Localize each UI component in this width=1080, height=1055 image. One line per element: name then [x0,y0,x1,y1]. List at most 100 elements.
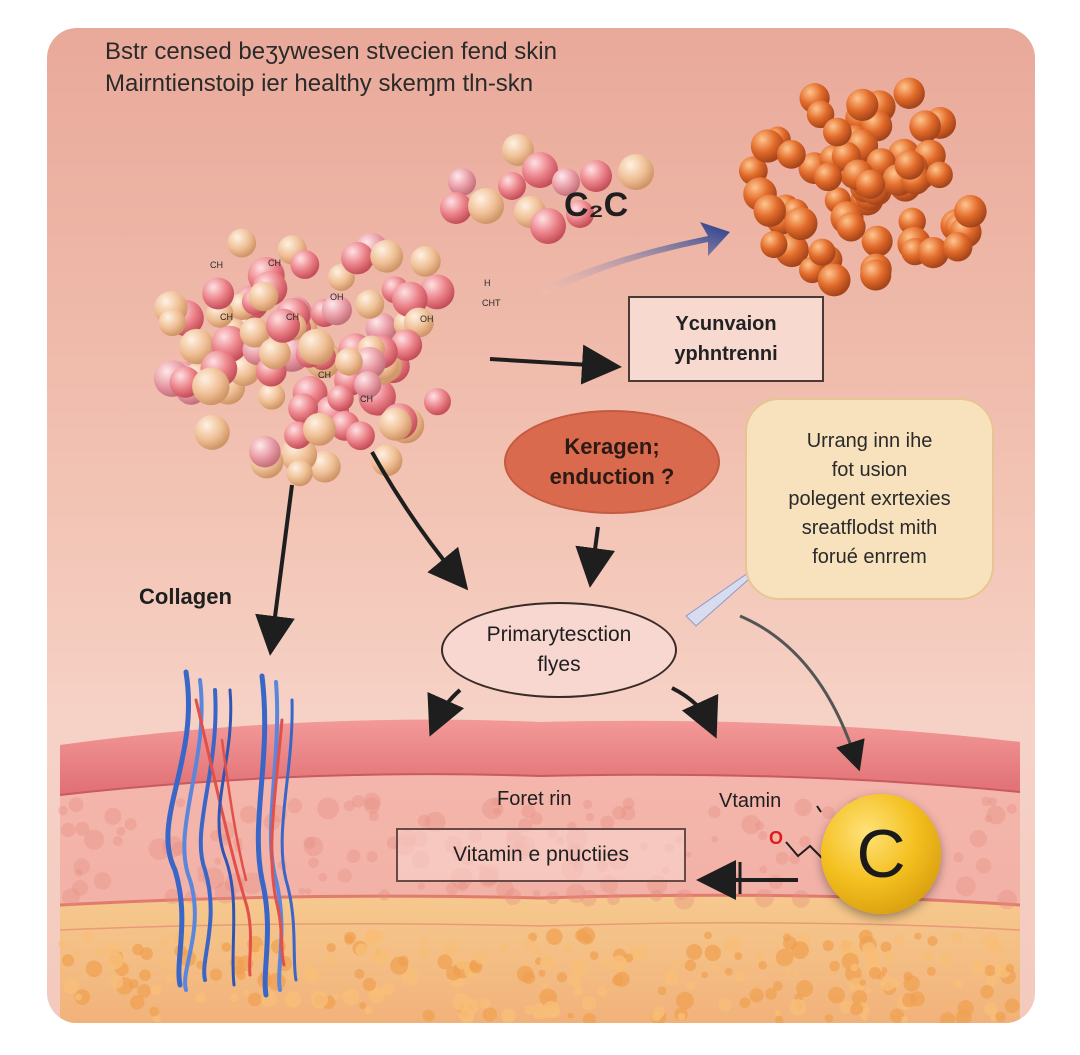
dermis-cell [491,796,501,806]
dermis-cell [711,835,718,843]
fat-cell [473,950,488,965]
fat-cell [165,972,176,983]
primary-line-2: flyes [537,653,581,676]
molecule-atom [410,246,441,277]
fat-cell [533,1011,541,1019]
molecule-atom [354,371,382,399]
fat-cell [939,1012,956,1023]
orange-atom [784,206,818,241]
fat-cell [546,928,563,945]
fat-cell [995,1011,1006,1023]
o-bond [785,841,823,859]
fat-cell [390,956,409,975]
molecule-atom [378,407,412,441]
fat-cell [600,957,609,966]
dermis-cell [93,872,112,890]
molecule-atom [371,444,403,477]
molecule-atom [239,317,270,348]
fat-cell [984,1002,998,1016]
fat-cell [793,970,800,977]
fat-cell [927,935,938,946]
fat-cell [437,954,453,970]
fat-cell [524,1005,535,1015]
dermis-cell [378,889,390,901]
dermis-cell [585,813,595,822]
orange-atom [893,77,925,109]
dermis-cell [741,814,761,835]
fat-cell [359,1002,367,1010]
arrow-collagen [255,484,295,656]
orange-atom [753,194,786,227]
dermis-cell [303,836,324,857]
small-molecule-atom [468,188,504,224]
dermis-cell [84,829,105,850]
fat-cell [342,988,360,1006]
arrow-keragen-down [575,526,615,588]
dermis-cell [425,811,446,833]
molecule-atom [265,308,301,343]
fat-cell [327,955,336,965]
fat-cell [304,966,315,977]
dermis-cell [493,807,501,816]
fat-cell [452,992,471,1011]
arrow-primary-right [671,686,719,739]
fat-cell [984,964,996,976]
vitamin-properties-text: Vitamin e pnuctiies [453,843,629,866]
orange-atom [823,117,852,147]
fat-cell [248,992,262,1007]
fat-cell [839,1000,853,1014]
fat-cell [1004,998,1020,1014]
keragen-line-1: Keragen; [564,434,660,459]
fat-cell [72,950,81,959]
dermis-cell [685,851,692,858]
molecule-atom [353,346,386,379]
atom-label: OH [330,292,344,302]
title-line-1: Bstr censed beʒywesen stvecien fend skin [105,38,557,65]
small-molecule-atom [440,192,472,224]
dermis-cell [73,858,90,875]
fat-cell [865,987,872,994]
fat-cell [456,957,468,970]
dermis-cell [583,799,593,810]
fat-cell [950,931,963,944]
molecule-atom [302,412,336,446]
dermis-cell [717,874,733,891]
molecule-atom [390,329,423,361]
dermis-cell [241,872,264,895]
fat-cell [980,984,994,999]
dermis-cell [337,868,352,883]
fat-cell [531,944,540,954]
fat-cell [95,946,106,957]
dermis-cell [566,883,586,904]
dermis-cell [445,882,459,896]
molecule-atom [341,241,374,275]
vitamin-c-letter: C [856,816,906,892]
dermis-cell [61,888,80,907]
molecule-atom [179,328,215,365]
dermis-cell [417,882,425,890]
orange-atom [808,238,836,266]
fat-cell [589,951,599,960]
dermis-cell [496,880,515,899]
dermis-cell [363,792,381,810]
vitamin-c-molecule: C [821,794,941,914]
fat-cell [528,932,538,942]
dermis-cell [112,836,123,847]
small-molecule-atom [580,160,612,192]
fat-cell [829,960,840,972]
fat-cell [988,939,1004,956]
fat-cell [374,958,382,965]
molecule-atom [309,450,341,483]
fat-cell [926,966,936,976]
fat-cell [883,950,897,964]
orange-atom [813,163,843,192]
fat-cell [749,988,764,1003]
molecule-atom [370,239,404,273]
dermis-cell [318,872,328,882]
dermis-cell [530,812,543,825]
blue-arrow [540,222,730,296]
molecule-atom [290,250,320,279]
fat-cell [765,988,777,1000]
dermis-cell [650,889,663,902]
